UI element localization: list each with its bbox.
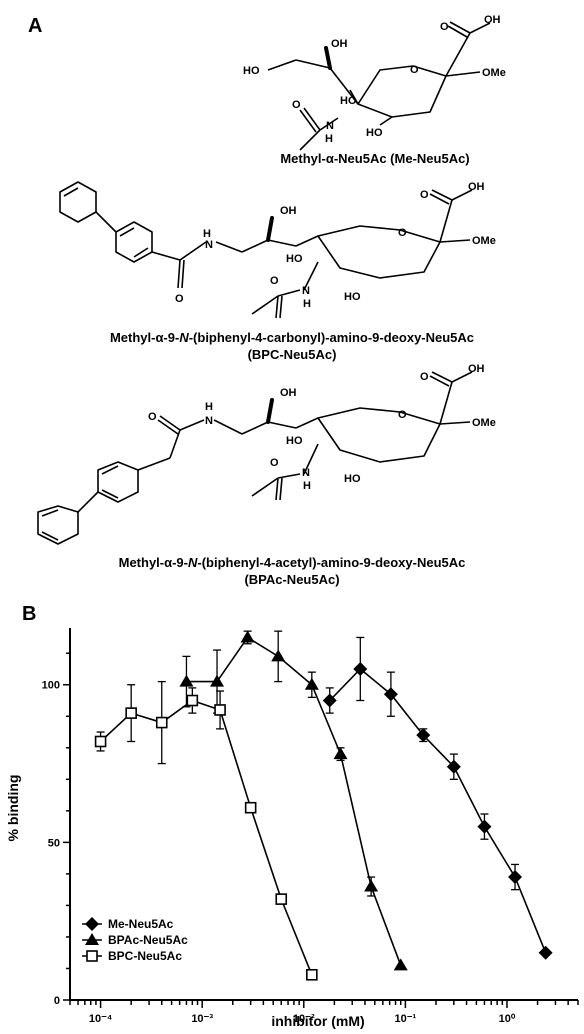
data-point (155, 716, 168, 729)
atom-oh: OH (331, 38, 348, 50)
atom-ome: OMe (472, 235, 496, 247)
atom-o: O (148, 411, 157, 423)
data-point (125, 707, 137, 719)
atom-n: N (326, 120, 334, 132)
structure-me-neu5ac: OH HO O O OH OMe HO O N H HO (243, 14, 506, 151)
legend-label: Me-Neu5Ac (108, 917, 174, 931)
data-point (275, 893, 288, 905)
atom-ho: HO (243, 65, 260, 77)
data-point (94, 735, 107, 748)
atom-o: O (292, 99, 301, 111)
caption-bpac-line1: Methyl-α-9-N-(biphenyl-4-acetyl)-amino-9… (119, 555, 466, 570)
atom-oh: OH (280, 387, 297, 399)
panel-label-b: B (22, 603, 36, 625)
atom-h: H (205, 401, 213, 413)
x-tick-label: 10⁰ (499, 1013, 516, 1025)
data-point (393, 958, 408, 971)
atom-ring-o: O (410, 64, 419, 76)
atom-ho: HO (286, 435, 303, 447)
atom-ome: OMe (482, 67, 506, 79)
data-point (186, 694, 199, 707)
caption-bpc-line2: (BPC-Neu5Ac) (248, 347, 337, 362)
data-point (538, 945, 553, 960)
x-tick-label: 10⁻² (293, 1013, 315, 1025)
legend-marker (85, 933, 99, 945)
atom-ho: HO (344, 291, 361, 303)
data-point (214, 704, 226, 716)
data-point (322, 693, 337, 708)
series-line (186, 636, 402, 966)
y-tick-label: 50 (48, 837, 60, 849)
data-point (353, 661, 368, 676)
panel-label-a: A (28, 15, 42, 37)
caption-me-neu5ac: Methyl-α-Neu5Ac (Me-Neu5Ac) (280, 151, 469, 166)
x-tick-label: 10⁻⁴ (89, 1013, 112, 1025)
atom-o: O (420, 371, 429, 383)
atom-ring-o: O (398, 227, 407, 239)
atom-oh: OH (468, 363, 485, 375)
atom-ho: HO (340, 95, 357, 107)
data-point (271, 649, 286, 662)
atom-o: O (270, 275, 279, 287)
legend-label: BPC-Neu5Ac (108, 949, 182, 963)
atom-h: H (203, 228, 211, 240)
atom-n: N (302, 467, 310, 479)
caption-bpc-line1: Methyl-α-9-N-(biphenyl-4-carbonyl)-amino… (110, 330, 474, 345)
data-point (508, 870, 523, 885)
legend-label: BPAc-Neu5Ac (108, 933, 188, 947)
atom-h: H (325, 133, 333, 145)
data-point (306, 968, 318, 981)
atom-oh: OH (280, 205, 297, 217)
atom-o: O (175, 293, 184, 305)
atom-o: O (420, 189, 429, 201)
data-point (446, 759, 461, 774)
atom-n: N (205, 239, 213, 251)
atom-ho: HO (286, 253, 303, 265)
atom-ho: HO (344, 473, 361, 485)
legend-marker (86, 950, 98, 962)
y-axis-title: % binding (5, 775, 21, 842)
atom-o: O (270, 457, 279, 469)
atom-ring-o: O (398, 409, 407, 421)
structure-bpac-neu5ac: OH H N O O O OH OMe HO N H O HO (37, 363, 496, 545)
atom-ome: OMe (472, 417, 496, 429)
data-point (304, 677, 319, 690)
atom-o: O (440, 21, 449, 33)
atom-n: N (205, 415, 213, 427)
data-point (333, 747, 348, 760)
structure-bpc-neu5ac: OH H N O O O OH OMe HO N H O HO (59, 181, 496, 319)
data-point (210, 674, 225, 687)
data-point (244, 801, 257, 814)
series-line (329, 667, 547, 954)
y-tick-label: 0 (54, 995, 60, 1007)
atom-oh: OH (468, 181, 485, 193)
legend-marker (85, 917, 99, 931)
data-point (477, 819, 492, 834)
y-tick-label: 100 (42, 680, 60, 692)
data-point (416, 728, 431, 743)
data-point (383, 687, 398, 702)
atom-h: H (303, 298, 311, 310)
atom-n: N (302, 285, 310, 297)
x-axis-title: inhibitor (mM) (271, 1013, 364, 1029)
caption-bpac-line2: (BPAc-Neu5Ac) (244, 572, 339, 587)
x-tick-label: 10⁻¹ (395, 1013, 417, 1025)
x-tick-label: 10⁻³ (191, 1013, 213, 1025)
atom-ho: HO (366, 127, 383, 139)
plot-area: 0 50 100 10⁻⁴ 10⁻³ 10⁻² 10⁻¹ 10⁰ Me-Neu5AcBPAc-N… (42, 628, 579, 1025)
data-point (179, 674, 194, 687)
atom-h: H (303, 480, 311, 492)
data-point (364, 879, 379, 892)
data-point (240, 630, 255, 643)
atom-oh: OH (484, 14, 501, 26)
